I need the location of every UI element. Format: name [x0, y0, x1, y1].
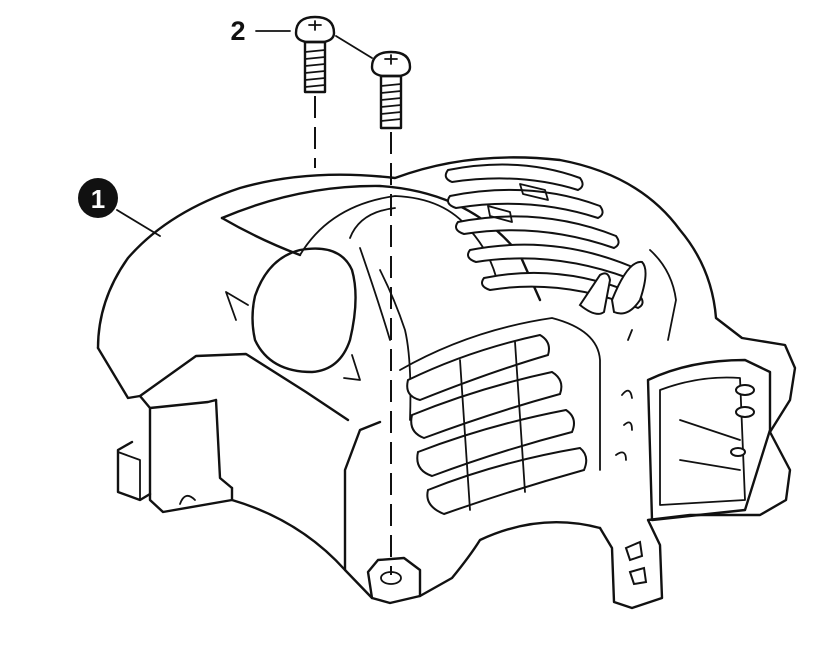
callout-1-label: 1 [91, 184, 105, 214]
front-louvre-grille [399, 317, 601, 516]
callout-1-leader [116, 209, 161, 237]
callout-1-badge [78, 178, 118, 218]
engine-shroud [96, 156, 797, 610]
callout-2-label: 2 [230, 16, 245, 46]
screw-right [370, 50, 412, 130]
callout-2-leader-b [335, 35, 373, 59]
top-vent-slots [444, 163, 644, 310]
screw-left [294, 15, 336, 94]
